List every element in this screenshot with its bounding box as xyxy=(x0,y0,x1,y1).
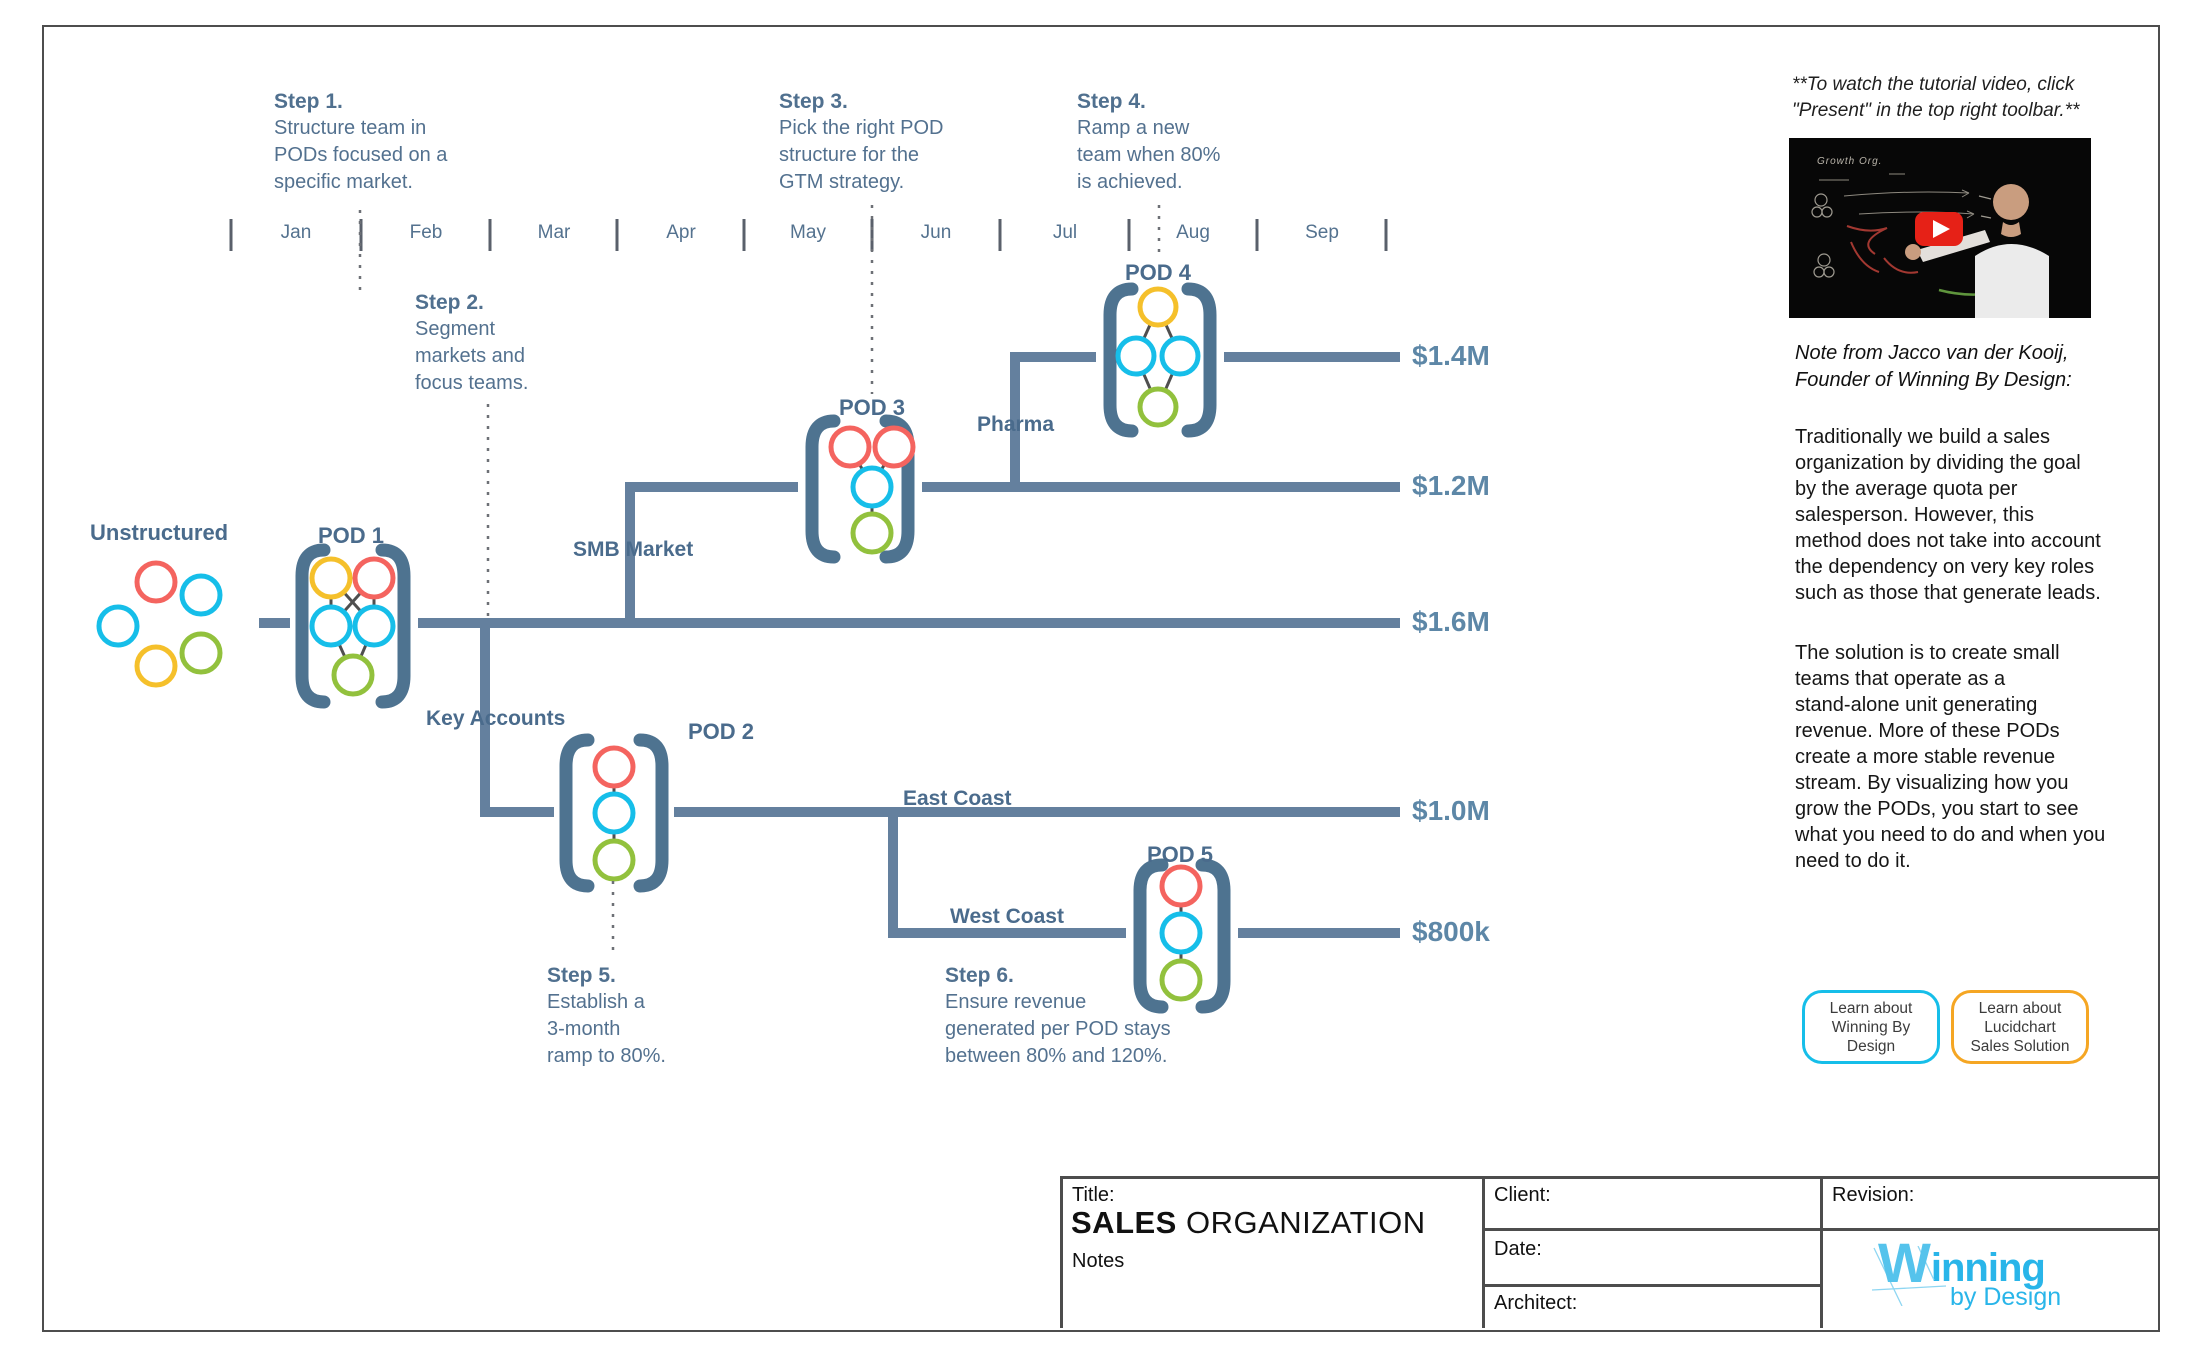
revenue-1-4m: $1.4M xyxy=(1412,340,1490,371)
pod-5-brackets xyxy=(1133,858,1231,1014)
month-sep: Sep xyxy=(1305,222,1339,243)
pod-3-label: POD 3 xyxy=(838,395,906,420)
pod-3-shape xyxy=(798,413,922,565)
month-may: May xyxy=(790,222,826,243)
learn-winning-by-design-label: Learn about Winning By Design xyxy=(1829,999,1913,1055)
revision-field-label: Revision: xyxy=(1832,1184,1915,1206)
pod-4-shape xyxy=(1096,281,1224,439)
canvas-border xyxy=(42,25,2160,1332)
step-6-body: Ensure revenue generated per POD stays b… xyxy=(945,991,1171,1067)
line-1-0m-key-accounts xyxy=(480,620,1400,817)
month-jun: Jun xyxy=(920,222,952,243)
step-3-title: Step 3. xyxy=(779,90,848,113)
pod-2-label: POD 2 xyxy=(688,719,755,744)
pod-2-shape xyxy=(554,732,674,894)
step-4-body: Ramp a new team when 80% is achieved. xyxy=(1077,117,1221,193)
pod-1-shape xyxy=(290,542,418,710)
learn-lucidchart-button[interactable]: Learn about Lucidchart Sales Solution xyxy=(1951,990,2089,1064)
timeline-ticks xyxy=(229,219,1388,251)
step-5: Step 5. Establish a 3-month ramp to 80%. xyxy=(547,962,666,1070)
pod-5-shape xyxy=(1126,857,1238,1015)
whiteboard-scribble-text: Growth Org. xyxy=(1817,156,1883,167)
document-title: SALES ORGANIZATION xyxy=(1071,1205,1426,1241)
step-2: Step 2. Segment markets and focus teams. xyxy=(415,289,528,397)
pod-2-brackets xyxy=(559,733,669,893)
step-3: Step 3. Pick the right POD structure for… xyxy=(779,88,944,196)
revenue-800k: $800k xyxy=(1412,916,1490,947)
smb-market-label: SMB Market xyxy=(573,538,694,561)
step-2-title: Step 2. xyxy=(415,291,484,314)
step-4-title: Step 4. xyxy=(1077,90,1146,113)
pod-5-label: POD 5 xyxy=(1146,842,1214,867)
pod-3-brackets xyxy=(805,414,915,564)
step-1-body: Structure team in PODs focused on a spec… xyxy=(274,117,448,193)
key-accounts-label: Key Accounts xyxy=(426,707,566,730)
title-field-label: Title: xyxy=(1072,1184,1115,1206)
step-5-title: Step 5. xyxy=(547,964,616,987)
step-1: Step 1. Structure team in PODs focused o… xyxy=(274,88,447,196)
logo-sketch-lines xyxy=(1872,1246,1947,1306)
presenter-figure xyxy=(1905,184,2049,318)
step-2-body: Segment markets and focus teams. xyxy=(415,318,529,394)
learn-lucidchart-label: Learn about Lucidchart Sales Solution xyxy=(1970,999,2070,1055)
client-field-label: Client: xyxy=(1494,1184,1551,1206)
pod-1-label: POD 1 xyxy=(317,523,385,548)
logo-text-sub: by Design xyxy=(1950,1283,2062,1311)
winning-by-design-logo: W inning by Design xyxy=(1872,1231,2088,1311)
step-5-body: Establish a 3-month ramp to 80%. xyxy=(547,991,666,1067)
architect-field-label: Architect: xyxy=(1494,1292,1578,1314)
month-jul: Jul xyxy=(1052,222,1078,243)
title-block-border-left xyxy=(1060,1176,1063,1328)
month-apr: Apr xyxy=(666,222,696,243)
revenue-1-0m: $1.0M xyxy=(1412,795,1490,826)
title-block-border-top xyxy=(1060,1176,2158,1179)
logo-letter-w: W xyxy=(1878,1231,1931,1294)
step-1-title: Step 1. xyxy=(274,90,343,113)
revenue-1-2m: $1.2M xyxy=(1412,470,1490,501)
video-art xyxy=(1789,138,2091,318)
west-coast-label: West Coast xyxy=(950,905,1064,928)
month-feb: Feb xyxy=(409,222,443,243)
title-block-divider-2 xyxy=(1820,1176,1823,1328)
date-field-label: Date: xyxy=(1494,1238,1542,1260)
learn-winning-by-design-button[interactable]: Learn about Winning By Design xyxy=(1802,990,1940,1064)
logo-text-main: inning xyxy=(1930,1246,2046,1290)
step-4: Step 4. Ramp a new team when 80% is achi… xyxy=(1077,88,1220,196)
video-thumbnail[interactable]: Growth Org. xyxy=(1789,138,2091,318)
pod-4-label: POD 4 xyxy=(1124,260,1192,285)
revenue-1-6m: $1.6M xyxy=(1412,606,1490,637)
tutorial-note: **To watch the tutorial video, click "Pr… xyxy=(1792,74,2080,121)
document-subtitle: Notes xyxy=(1072,1250,1125,1272)
pharma-label: Pharma xyxy=(977,413,1055,436)
step-6-title: Step 6. xyxy=(945,964,1014,987)
step-dotted-lines xyxy=(358,205,1161,958)
title-block-divider-1 xyxy=(1482,1176,1485,1328)
pod-1-brackets xyxy=(295,543,411,709)
line-1-2m-smb xyxy=(625,482,1400,626)
step-3-body: Pick the right POD structure for the GTM… xyxy=(779,117,944,193)
month-mar: Mar xyxy=(537,222,571,243)
east-coast-label: East Coast xyxy=(903,787,1012,810)
title-block-row-line-1 xyxy=(1482,1228,2158,1231)
document-title-bold: SALES xyxy=(1071,1205,1177,1240)
title-block-row-line-2 xyxy=(1482,1284,1820,1287)
unstructured-label: Unstructured xyxy=(90,520,229,545)
play-icon xyxy=(1915,212,1963,246)
note-paragraph-2: The solution is to create small teams th… xyxy=(1795,642,2106,872)
note-heading: Note from Jacco van der Kooij, Founder o… xyxy=(1795,342,2072,391)
pod-4-brackets xyxy=(1103,282,1217,438)
month-aug: Aug xyxy=(1176,222,1210,243)
step-6: Step 6. Ensure revenue generated per POD… xyxy=(945,962,1171,1070)
note-paragraph-1: Traditionally we build a sales organizat… xyxy=(1795,426,2101,604)
document-title-rest: ORGANIZATION xyxy=(1176,1205,1426,1240)
month-jan: Jan xyxy=(280,222,312,243)
unstructured-group xyxy=(96,560,223,688)
line-1-4m-pharma xyxy=(1010,352,1400,490)
